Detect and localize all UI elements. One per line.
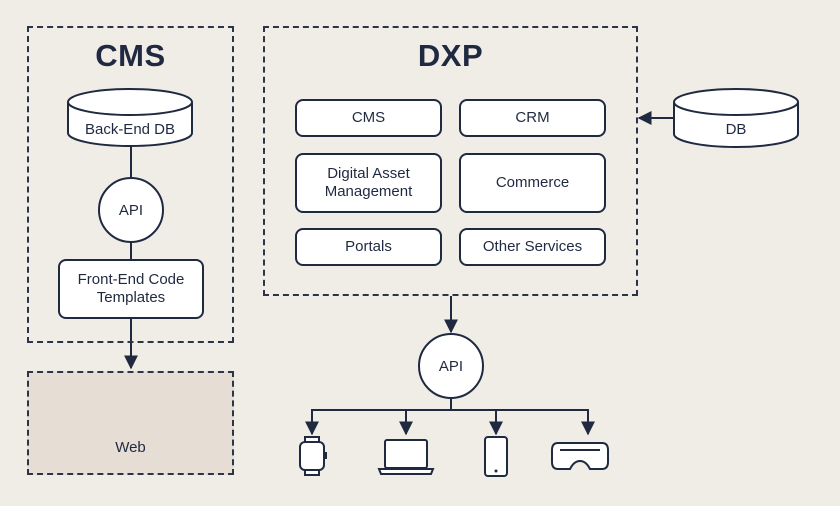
dxp-panel <box>263 26 638 296</box>
laptop-icon <box>377 439 435 475</box>
cms-panel-title: CMS <box>95 38 166 73</box>
service-digital-asset-management: Digital Asset Management <box>295 153 442 213</box>
service-portals: Portals <box>295 228 442 266</box>
web-panel <box>27 371 234 475</box>
service-other-services: Other Services <box>459 228 606 266</box>
front-end-templates-box: Front-End Code Templates <box>58 259 204 319</box>
dxp-panel-title: DXP <box>417 38 484 73</box>
phone-icon <box>484 436 508 477</box>
external-db-label: DB <box>725 120 747 138</box>
service-cms: CMS <box>295 99 442 137</box>
back-end-db-cylinder <box>67 88 193 147</box>
back-end-db-label: Back-End DB <box>84 120 176 138</box>
external-db-cylinder <box>673 88 799 148</box>
watch-icon <box>299 436 327 476</box>
cms-panel <box>27 26 234 343</box>
dxp-api-node: API <box>418 333 484 399</box>
cms-api-node: API <box>98 177 164 243</box>
vr-headset-icon <box>551 442 609 470</box>
service-commerce: Commerce <box>459 153 606 213</box>
web-label: Web <box>115 439 146 456</box>
service-crm: CRM <box>459 99 606 137</box>
